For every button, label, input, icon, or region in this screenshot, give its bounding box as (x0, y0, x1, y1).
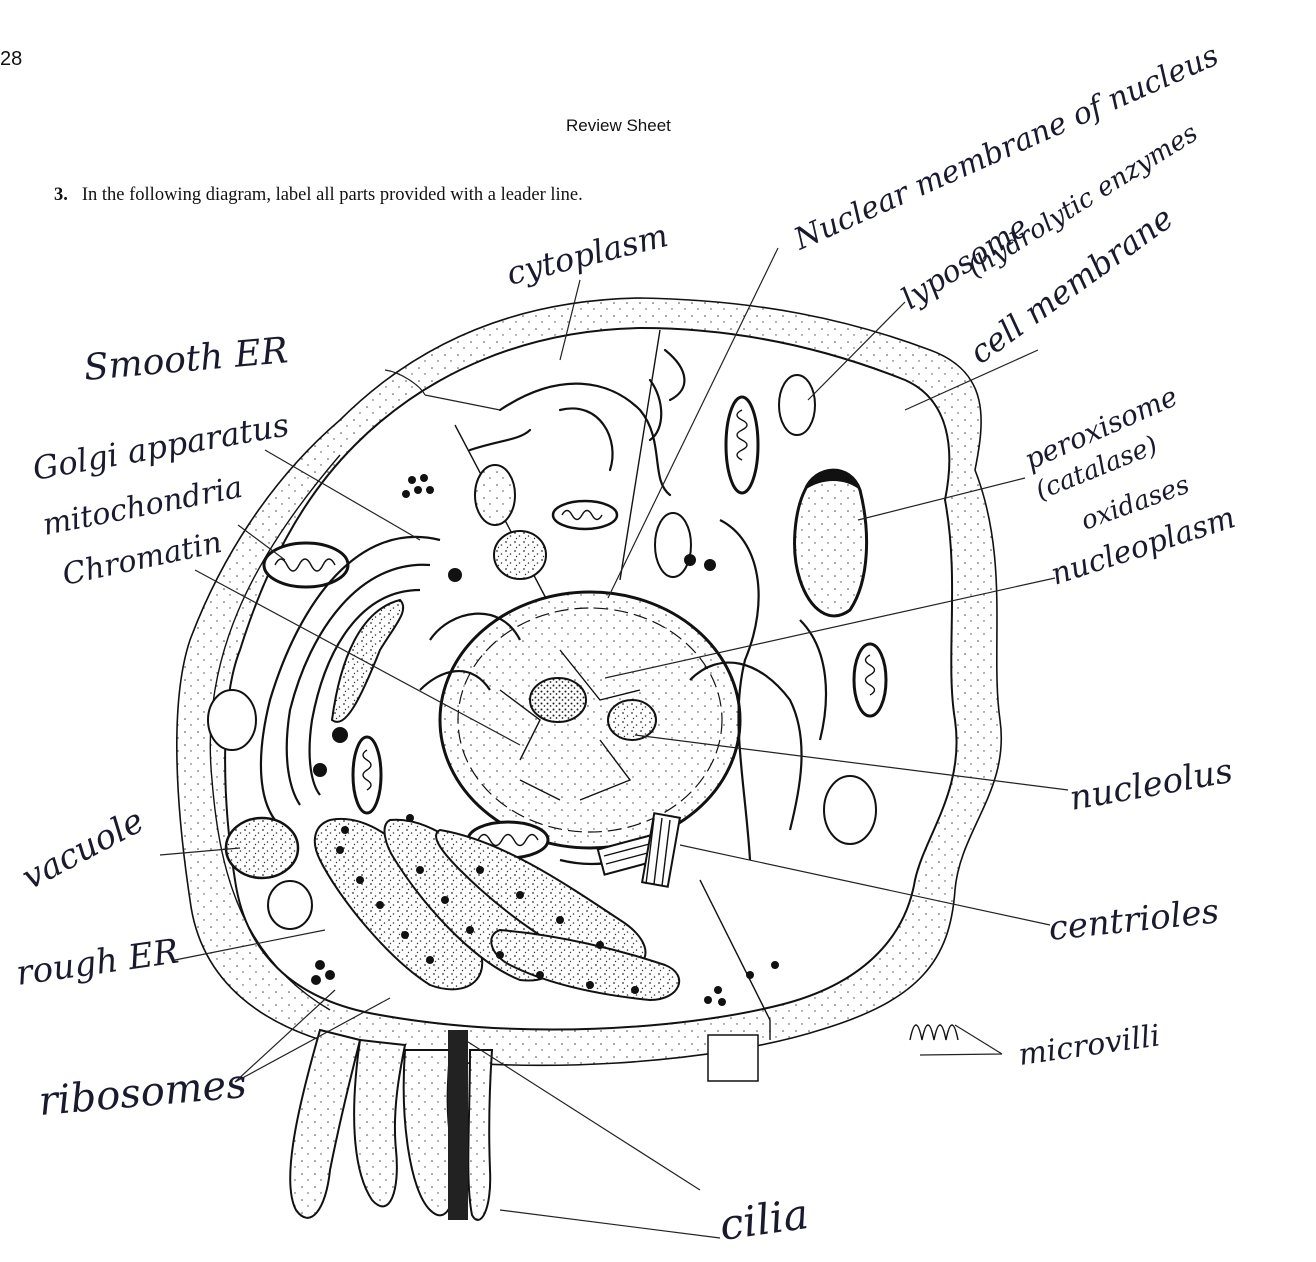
cilia (290, 1030, 492, 1220)
label-cilia: cilia (717, 1189, 812, 1250)
peroxisome (795, 470, 867, 616)
label-rough-er: rough ER (14, 932, 181, 994)
nucleus (440, 592, 740, 848)
label-ribosomes: ribosomes (37, 1061, 249, 1125)
label-microvilli: microvilli (1016, 1018, 1162, 1073)
label-vacuole: vacuole (15, 801, 150, 898)
label-smooth-er: Smooth ER (82, 330, 289, 389)
label-cytoplasm: cytoplasm (503, 216, 672, 293)
label-golgi: Golgi apparatus (30, 405, 292, 487)
label-centrioles: centrioles (1047, 891, 1221, 949)
microvilli (910, 1025, 958, 1040)
label-nucleolus: nucleolus (1067, 751, 1236, 819)
